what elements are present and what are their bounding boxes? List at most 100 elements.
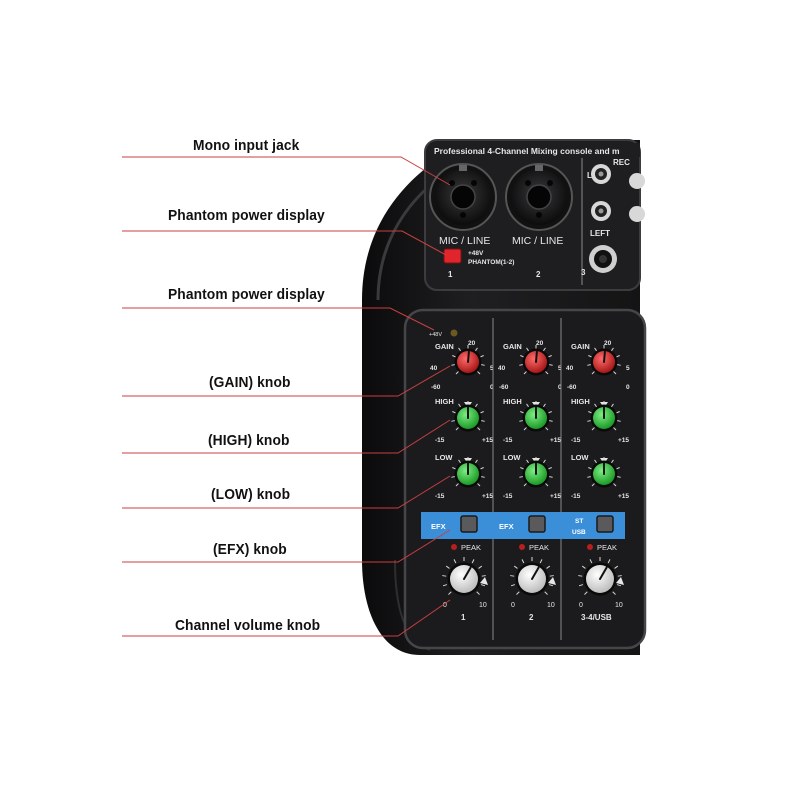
callout-mono-input-jack: Mono input jack: [193, 137, 300, 154]
callout-efx-knob: (EFX) knob: [213, 541, 287, 558]
eq-scale-label: +15: [550, 437, 561, 444]
phantom-led-label: +48V: [429, 332, 442, 338]
gain-scale-label: 40: [566, 365, 574, 372]
rca-jack-top: [591, 164, 611, 184]
volume-scale-label: 10: [479, 602, 487, 609]
xlr-jack-2: [505, 163, 573, 231]
gain-label: GAIN: [503, 342, 522, 351]
efx-button: [596, 515, 614, 533]
gain-scale-label: 20: [468, 340, 476, 347]
svg-text:REC: REC: [613, 158, 630, 167]
callout-phantom-power-display-1: Phantom power display: [168, 207, 325, 224]
high-label: HIGH: [503, 397, 522, 406]
efx-strip: [557, 512, 625, 539]
header-text: Professional 4-Channel Mixing console an…: [434, 146, 620, 156]
st-label: ST: [575, 518, 583, 525]
eq-scale-label: +15: [550, 493, 561, 500]
svg-text:2: 2: [536, 270, 541, 279]
low-knob: [590, 460, 618, 488]
gain-scale-label: 5: [490, 365, 494, 372]
gain-scale-label: 0: [626, 384, 630, 391]
channel-name: 1: [461, 613, 466, 622]
peak-led: [587, 544, 593, 550]
gain-knob: [454, 348, 482, 376]
eq-scale-label: -15: [435, 437, 445, 444]
volume-scale-label: 10: [615, 602, 623, 609]
callout-high-knob: (HIGH) knob: [208, 432, 290, 449]
gain-scale-label: 20: [536, 340, 544, 347]
gain-label: GAIN: [571, 342, 590, 351]
channel-name: 3-4/USB: [581, 613, 612, 622]
gain-scale-label: 40: [498, 365, 506, 372]
usb-label: USB: [572, 529, 586, 536]
gain-knob: [522, 348, 550, 376]
peak-led: [451, 544, 457, 550]
low-knob: [522, 460, 550, 488]
eq-scale-label: -15: [503, 493, 513, 500]
quarter-inch-jack: [589, 245, 617, 273]
high-knob: [522, 404, 550, 432]
gain-scale-label: -60: [499, 384, 509, 391]
callout-phantom-power-display-2: Phantom power display: [168, 286, 325, 303]
efx-button: [528, 515, 546, 533]
low-knob: [454, 460, 482, 488]
eq-scale-label: +15: [482, 493, 493, 500]
rca-jack-bottom: [591, 201, 611, 221]
gain-scale-label: 0: [558, 384, 562, 391]
low-label: LOW: [571, 453, 589, 462]
peak-led: [519, 544, 525, 550]
low-label: LOW: [503, 453, 521, 462]
eq-scale-label: -15: [571, 493, 581, 500]
peak-label: PEAK: [461, 543, 481, 552]
svg-text:3: 3: [581, 268, 586, 277]
gain-scale-label: 20: [604, 340, 612, 347]
phantom-led: [450, 329, 458, 337]
gain-scale-label: 5: [626, 365, 630, 372]
eq-scale-label: +15: [482, 437, 493, 444]
peak-label: PEAK: [597, 543, 617, 552]
eq-scale-label: -15: [435, 493, 445, 500]
volume-knob: [447, 562, 481, 596]
gain-label: GAIN: [435, 342, 454, 351]
svg-text:LEFT: LEFT: [590, 229, 610, 238]
efx-button: [460, 515, 478, 533]
callout-gain-knob: (GAIN) knob: [209, 374, 291, 391]
header-strip: [430, 143, 640, 157]
eq-scale-label: -15: [503, 437, 513, 444]
gain-knob: [590, 348, 618, 376]
gain-scale-label: 5: [558, 365, 562, 372]
gain-scale-label: 0: [490, 384, 494, 391]
phantom-button: [443, 248, 462, 264]
volume-scale-label: 0: [579, 602, 583, 609]
xlr-jack-1: [429, 163, 497, 231]
volume-knob: [515, 562, 549, 596]
svg-text:L: L: [587, 171, 592, 180]
gain-scale-label: 40: [430, 365, 438, 372]
volume-scale-label: 0: [443, 602, 447, 609]
efx-label: EFX: [431, 522, 446, 531]
eq-scale-label: -15: [571, 437, 581, 444]
eq-scale-label: +15: [618, 437, 629, 444]
svg-text:MIC / LINE: MIC / LINE: [512, 235, 563, 247]
high-knob: [454, 404, 482, 432]
volume-scale-label: 10: [547, 602, 555, 609]
high-label: HIGH: [435, 397, 454, 406]
efx-label: EFX: [499, 522, 514, 531]
callout-channel-volume-knob: Channel volume knob: [175, 617, 321, 634]
high-label: HIGH: [571, 397, 590, 406]
gain-scale-label: -60: [431, 384, 441, 391]
volume-knob: [583, 562, 617, 596]
gain-scale-label: -60: [567, 384, 577, 391]
channel-name: 2: [529, 613, 534, 622]
peak-label: PEAK: [529, 543, 549, 552]
eq-scale-label: +15: [618, 493, 629, 500]
high-knob: [590, 404, 618, 432]
svg-text:PHANTOM(1-2): PHANTOM(1-2): [468, 259, 514, 266]
callout-low-knob: (LOW) knob: [211, 486, 291, 503]
svg-text:1: 1: [448, 270, 453, 279]
